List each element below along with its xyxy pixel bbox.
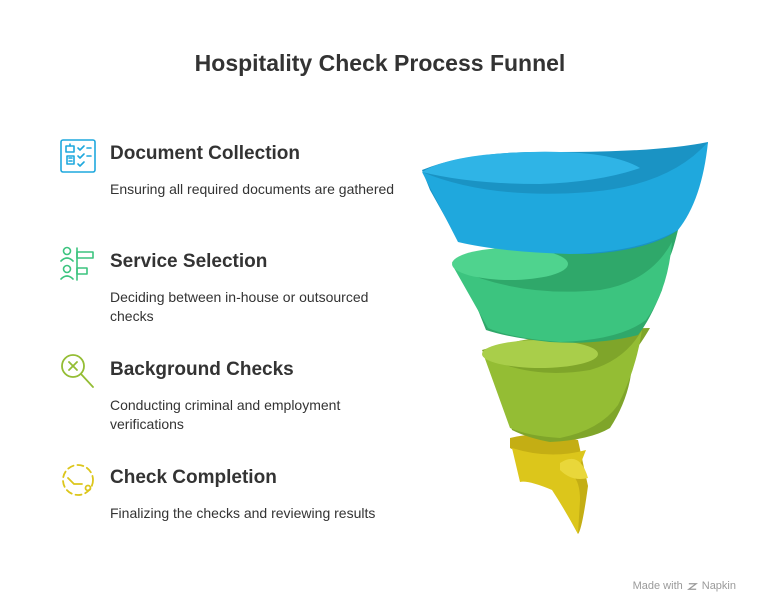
magnifier-x-icon — [61, 354, 94, 388]
step-description: Deciding between in-house or outsourced … — [110, 289, 369, 324]
page-title: Hospitality Check Process Funnel — [194, 50, 566, 76]
people-select-icon — [60, 246, 94, 281]
step-heading: Background Checks — [110, 359, 294, 380]
funnel-segment-yellow-front — [560, 458, 588, 479]
made-with-label: Made with — [632, 580, 683, 592]
funnel-segment-green — [454, 242, 672, 342]
step-description: Conducting criminal and employment verif… — [110, 397, 341, 432]
dashed-circle-icon — [62, 464, 94, 496]
brand-label: Napkin — [701, 580, 736, 592]
napkin-watermark: Made with Napkin — [633, 580, 736, 592]
funnel-segment-blue-top — [422, 151, 640, 184]
funnel-segment-green-top — [452, 248, 568, 280]
napkin-logo-icon — [686, 582, 698, 590]
document-checklist-icon — [60, 139, 96, 173]
spiral-funnel — [422, 142, 708, 534]
step-description: Ensuring all required documents are gath… — [110, 181, 395, 197]
funnel-segment-lime — [484, 330, 642, 438]
step-heading: Document Collection — [110, 143, 301, 164]
funnel-segment-blue — [422, 142, 708, 254]
funnel-segment-lime-top — [482, 340, 598, 368]
step-heading: Check Completion — [110, 467, 277, 488]
step-description: Finalizing the checks and reviewing resu… — [110, 505, 376, 521]
step-heading: Service Selection — [110, 251, 268, 272]
